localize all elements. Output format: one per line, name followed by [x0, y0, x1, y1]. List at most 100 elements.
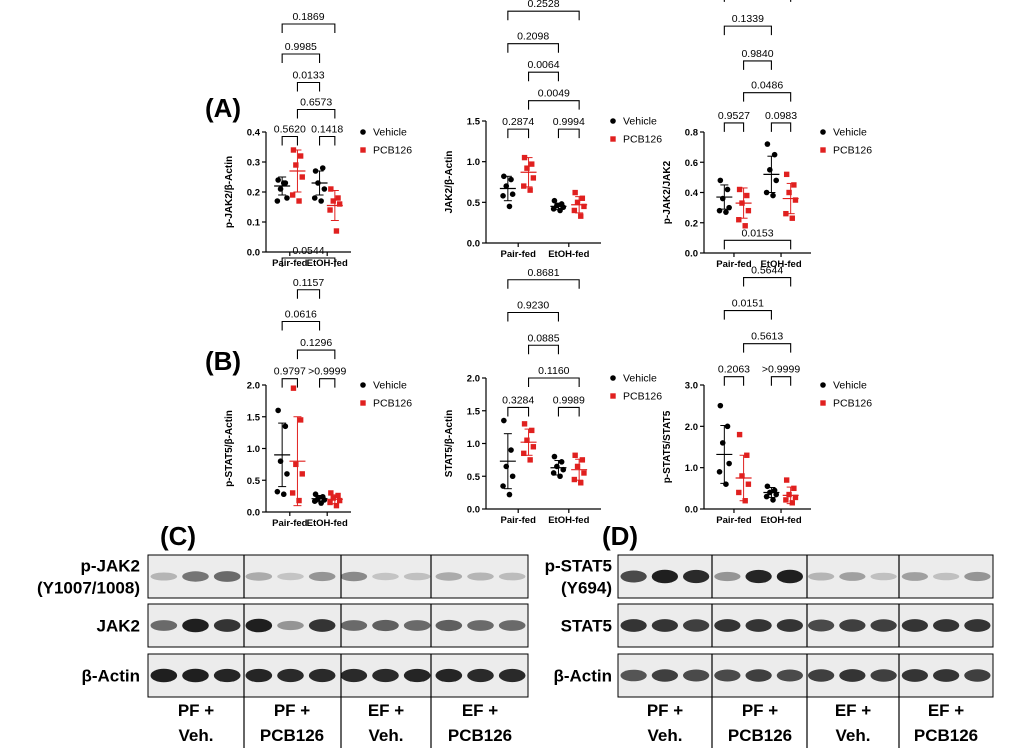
blot-group-label: EF + — [835, 701, 871, 720]
blot-band — [620, 669, 647, 682]
x-tick-label: Pair-fed — [272, 518, 308, 529]
data-point-pcb126 — [529, 427, 535, 434]
data-point-vehicle — [770, 192, 776, 199]
legend-label: Vehicle — [833, 380, 867, 392]
y-axis-label: p-JAK2/JAK2 — [662, 160, 673, 224]
blot-band — [776, 619, 803, 632]
x-tick-label: EtOH-fed — [307, 258, 348, 269]
x-tick-label: EtOH-fed — [548, 249, 589, 260]
data-point-pcb126 — [296, 198, 302, 204]
data-point-pcb126 — [335, 195, 341, 201]
blot-band — [808, 619, 835, 632]
data-point-pcb126 — [297, 417, 304, 423]
data-point-vehicle — [558, 459, 565, 465]
blot-band — [467, 620, 494, 631]
data-point-pcb126 — [336, 201, 343, 207]
blot-row: p-JAK2(Y1007/1008) — [37, 554, 529, 599]
blot-band — [435, 668, 463, 683]
data-point-pcb126 — [333, 228, 340, 234]
y-axis-label: JAK2/β-Actin — [444, 151, 455, 214]
y-tick-label: 0.5 — [247, 476, 261, 487]
data-point-vehicle — [506, 491, 513, 498]
blot-group-label: PCB126 — [448, 726, 512, 745]
data-point-pcb126 — [745, 481, 752, 487]
x-tick-label: EtOH-fed — [760, 515, 801, 526]
legend-marker-vehicle — [820, 129, 826, 135]
comparison-bracket — [507, 43, 559, 53]
data-point-pcb126 — [744, 192, 750, 199]
y-tick-label: 0.8 — [685, 128, 698, 139]
p-value-label: 0.9994 — [553, 116, 585, 128]
blot-band — [403, 620, 431, 631]
y-tick-label: 0.4 — [685, 188, 699, 199]
data-point-pcb126 — [527, 187, 533, 193]
blot-band — [340, 571, 368, 582]
data-point-pcb126 — [736, 431, 743, 438]
p-value-label: 0.9985 — [285, 41, 317, 53]
y-tick-label: 2.0 — [247, 381, 260, 392]
p-value-label: 0.3284 — [502, 394, 534, 406]
comparison-bracket — [296, 81, 321, 92]
data-point-vehicle — [282, 423, 289, 430]
blot-band — [182, 618, 209, 633]
comparison-bracket — [743, 92, 792, 102]
blot-band — [683, 569, 710, 584]
data-point-vehicle — [724, 423, 731, 430]
blot-band — [150, 620, 178, 631]
blot-band — [683, 619, 710, 632]
p-value-label: 0.0153 — [741, 227, 773, 239]
blot-band — [277, 572, 304, 581]
y-tick-label: 1.0 — [467, 157, 480, 168]
comparison-bracket — [296, 108, 336, 119]
blot-band — [933, 669, 960, 682]
comparison-bracket — [296, 349, 336, 360]
comparison-bracket — [507, 10, 580, 21]
data-point-pcb126 — [293, 162, 299, 168]
comparison-bracket — [507, 128, 530, 139]
legend-label: PCB126 — [623, 391, 662, 403]
y-tick-label: 1.0 — [467, 439, 480, 450]
comparison-bracket — [528, 71, 559, 82]
data-point-pcb126 — [792, 197, 799, 203]
data-point-pcb126 — [783, 497, 789, 503]
data-point-vehicle — [274, 198, 281, 204]
data-point-vehicle — [275, 177, 281, 183]
comparison-bracket — [281, 320, 321, 331]
y-tick-label: 0.3 — [247, 158, 260, 169]
blot-row-label: p-JAK2 — [80, 557, 140, 576]
comparison-bracket — [296, 289, 321, 299]
blot-band — [372, 572, 399, 581]
data-point-pcb126 — [328, 490, 334, 496]
blot-group-label: PCB126 — [728, 726, 792, 745]
blot-group-label: PF + — [742, 701, 778, 720]
y-tick-label: 1.5 — [247, 412, 261, 423]
comparison-bracket — [723, 310, 772, 320]
data-point-pcb126 — [299, 174, 305, 180]
blot-band — [308, 619, 336, 632]
panel-label-c: (C) — [160, 521, 196, 551]
blot-group-label: Veh. — [836, 726, 871, 745]
data-point-vehicle — [280, 491, 287, 498]
blot-band — [683, 669, 710, 682]
data-point-vehicle — [726, 460, 732, 467]
data-point-pcb126 — [529, 161, 535, 167]
data-point-pcb126 — [789, 500, 795, 506]
data-point-pcb126 — [521, 450, 527, 457]
y-tick-label: 2.0 — [685, 422, 698, 433]
data-point-vehicle — [506, 203, 513, 210]
p-value-label: 0.9230 — [517, 300, 549, 312]
data-point-vehicle — [763, 493, 770, 500]
blot-band — [277, 620, 304, 631]
blot-band — [745, 619, 772, 632]
comparison-bracket — [281, 135, 298, 146]
blot-membrane — [147, 554, 529, 599]
data-point-pcb126 — [299, 471, 305, 477]
x-tick-label: Pair-fed — [501, 249, 537, 260]
data-point-pcb126 — [572, 452, 578, 458]
y-axis-label: p-STAT5/β-Actin — [224, 410, 235, 487]
panel-label-a: (A) — [205, 93, 241, 123]
